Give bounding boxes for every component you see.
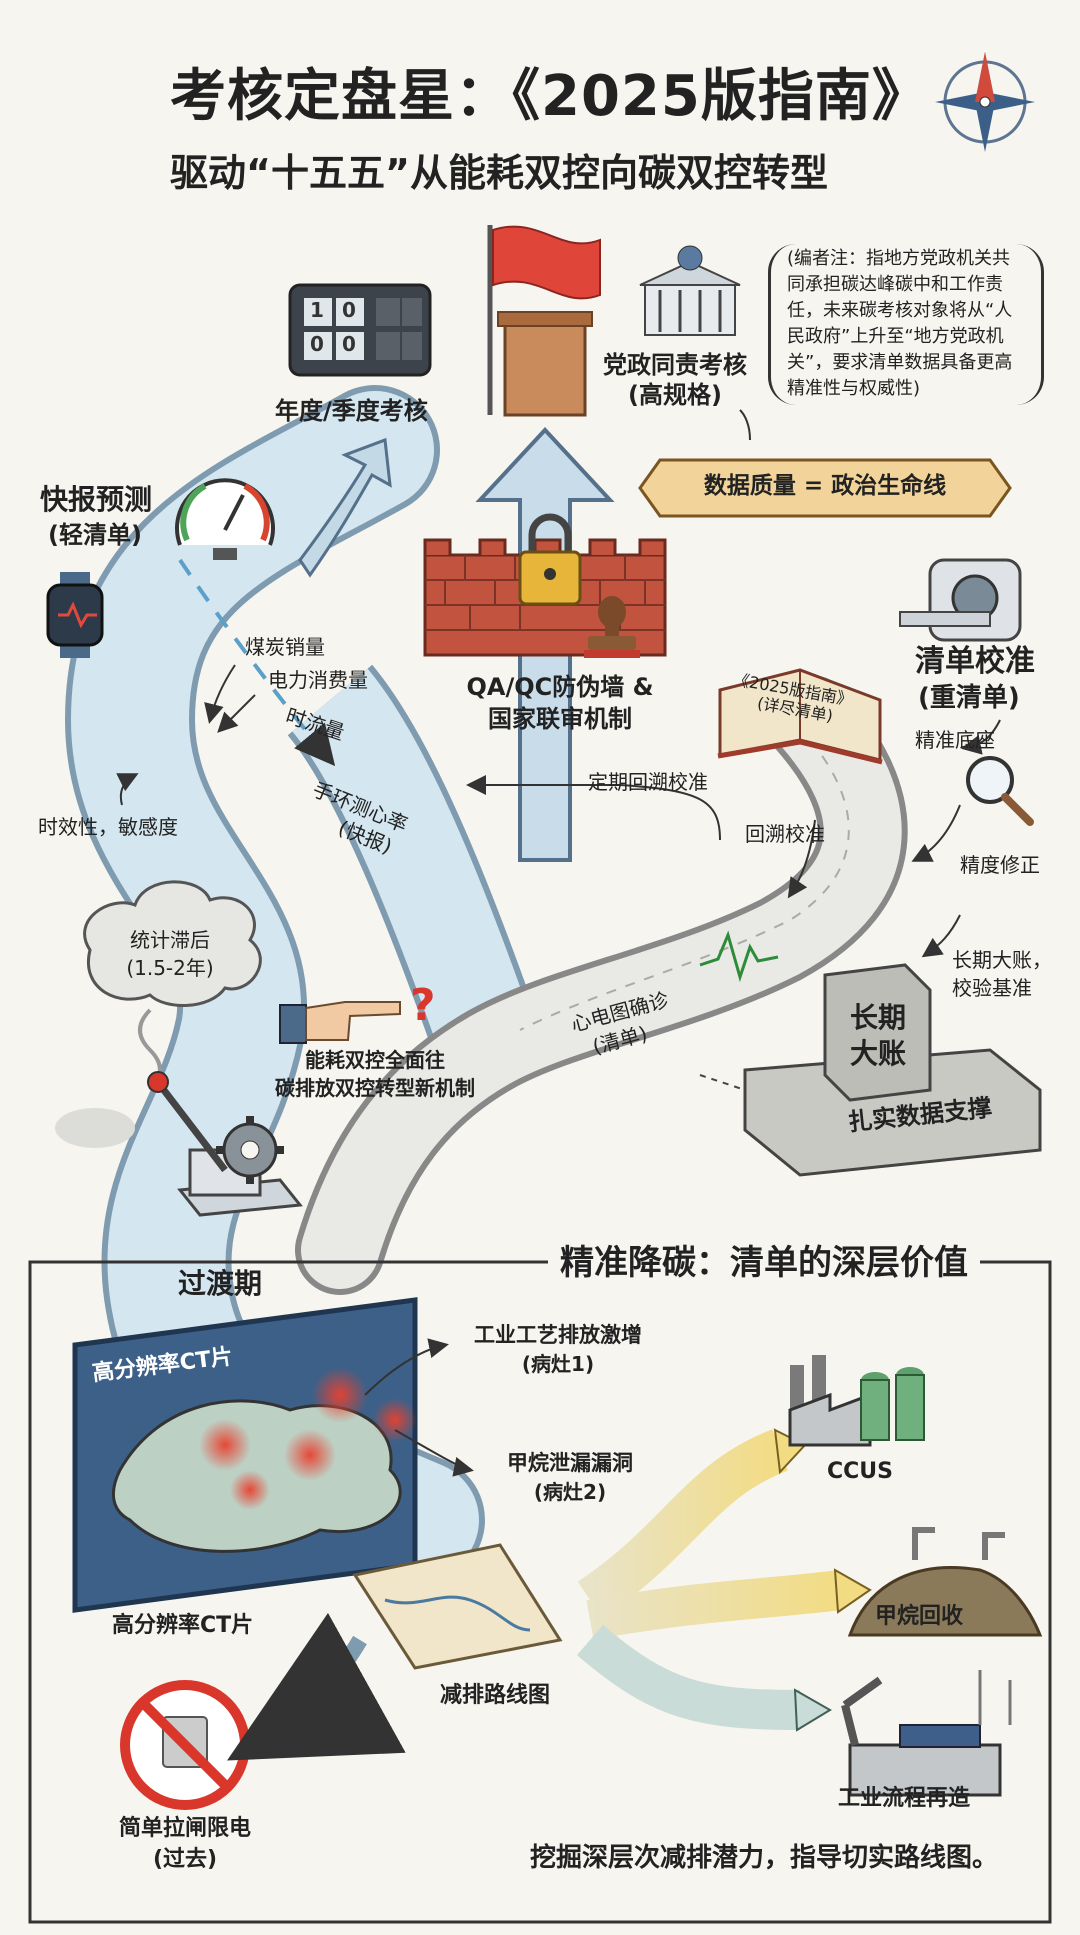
transition-period-label: 过渡期 — [178, 1267, 263, 1300]
lag-label-line1: 统计滞后 — [130, 928, 210, 952]
stone-label-line1: 长期 — [849, 1001, 906, 1034]
editor-note: (编者注：指地方党政机关共同承担碳达峰碳中和工作责任，未来碳考核对象将从“人民政… — [768, 244, 1044, 405]
periodic-calibration-label: 定期回溯校准 — [588, 770, 708, 794]
padlock-icon — [518, 513, 582, 606]
page-title: 考核定盘星：《2025版指南》 — [170, 64, 929, 129]
scoreboard-label: 年度/季度考核 — [275, 397, 428, 425]
power-cut-label-line2: (过去) — [152, 1847, 218, 1872]
power-consumption-label: 电力消费量 — [268, 668, 368, 692]
outcome-roads — [576, 1428, 872, 1732]
quality-banner-text: 数据质量 = 政治生命线 — [703, 473, 947, 499]
prohibited-icon — [120, 1680, 250, 1810]
value-section-title: 精准降碳：清单的深层价值 — [548, 1242, 980, 1285]
precise-base-label: 精准底座 — [915, 728, 995, 752]
hotspot2-line2: (病灶2) — [533, 1480, 607, 1504]
hotspot1-line2: (病灶1) — [521, 1352, 595, 1376]
page-subtitle: 驱动“十五五”从能耗双控向碳双控转型 — [170, 151, 828, 195]
methane-recovery-label: 甲烷回收 — [875, 1604, 964, 1629]
footer-text: 挖掘深层次减排潜力，指导切实路线图。 — [530, 1843, 999, 1873]
lag-cloud — [83, 880, 262, 1007]
factory-icon — [788, 1355, 925, 1447]
ledger-note-line2: 校验基准 — [952, 976, 1032, 1000]
timeliness-label: 时效性，敏感度 — [38, 815, 178, 839]
fast-report-subtitle: (轻清单) — [48, 521, 142, 549]
government-building-icon — [639, 245, 741, 336]
compass-icon — [935, 52, 1035, 152]
scoreboard-icon — [288, 283, 432, 377]
robot-arm-icon — [841, 1670, 1012, 1797]
back-calibrate-label: 回溯校准 — [745, 822, 825, 846]
smartwatch-icon — [46, 572, 104, 658]
scoreboard-digit-4: 0 — [342, 332, 356, 356]
ledger-stone — [699, 963, 1042, 1177]
gear-icon — [216, 1116, 284, 1184]
roadmap-label: 减排路线图 — [440, 1683, 551, 1708]
scoreboard-digit-1: 1 — [310, 298, 324, 322]
hotspot1-line1: 工业工艺排放激增 — [474, 1323, 642, 1347]
ccus-label: CCUS — [827, 1459, 893, 1484]
inventory-calibration-subtitle: (重清单) — [918, 683, 1020, 713]
inventory-road — [295, 675, 908, 1295]
qaqc-wall-line1: QA/QC防伪墙 & — [466, 673, 654, 701]
fast-report-title: 快报预测 — [40, 483, 153, 516]
power-cut-label-line1: 简单拉闸限电 — [118, 1816, 251, 1841]
transition-label-line2: 碳排放双控转型新机制 — [275, 1076, 475, 1100]
transition-label-line1: 能耗双控全面往 — [305, 1048, 445, 1072]
inventory-calibration-title: 清单校准 — [915, 644, 1035, 679]
industry-reengineering-label: 工业流程再造 — [838, 1786, 971, 1811]
ledger-note-line1: 长期大账， — [952, 948, 1052, 972]
arrow-to-scoreboard — [298, 437, 392, 578]
question-icon: ? — [410, 980, 436, 1031]
hotspot2-line1: 甲烷泄漏漏洞 — [507, 1451, 633, 1475]
flag-icon — [487, 225, 601, 417]
scoreboard-digit-3: 0 — [310, 332, 324, 356]
value-section-frame — [28, 1260, 1052, 1924]
scoreboard-digit-2: 0 — [342, 298, 356, 322]
stamp-icon — [584, 596, 640, 658]
flag-label-line2: (高规格) — [628, 381, 722, 409]
precision-fix-label: 精度修正 — [960, 853, 1040, 877]
coal-sales-label: 煤炭销量 — [245, 635, 325, 659]
flag-label-line1: 党政同责考核 — [603, 351, 747, 379]
quality-banner — [638, 458, 1012, 518]
ct-scanner-icon — [899, 558, 1022, 642]
lag-label-line2: (1.5-2年) — [126, 956, 214, 980]
gauge-icon — [175, 478, 275, 560]
stone-label-line2: 大账 — [849, 1037, 906, 1070]
ct-panel — [72, 1297, 418, 1613]
qaqc-wall-line2: 国家联审机制 — [488, 705, 632, 733]
book-icon — [717, 668, 883, 765]
pointing-hand-icon — [279, 1001, 401, 1044]
magnifier-icon — [966, 756, 1034, 826]
ct-caption: 高分辨率CT片 — [112, 1613, 254, 1638]
biogas-icon — [847, 1527, 1043, 1637]
